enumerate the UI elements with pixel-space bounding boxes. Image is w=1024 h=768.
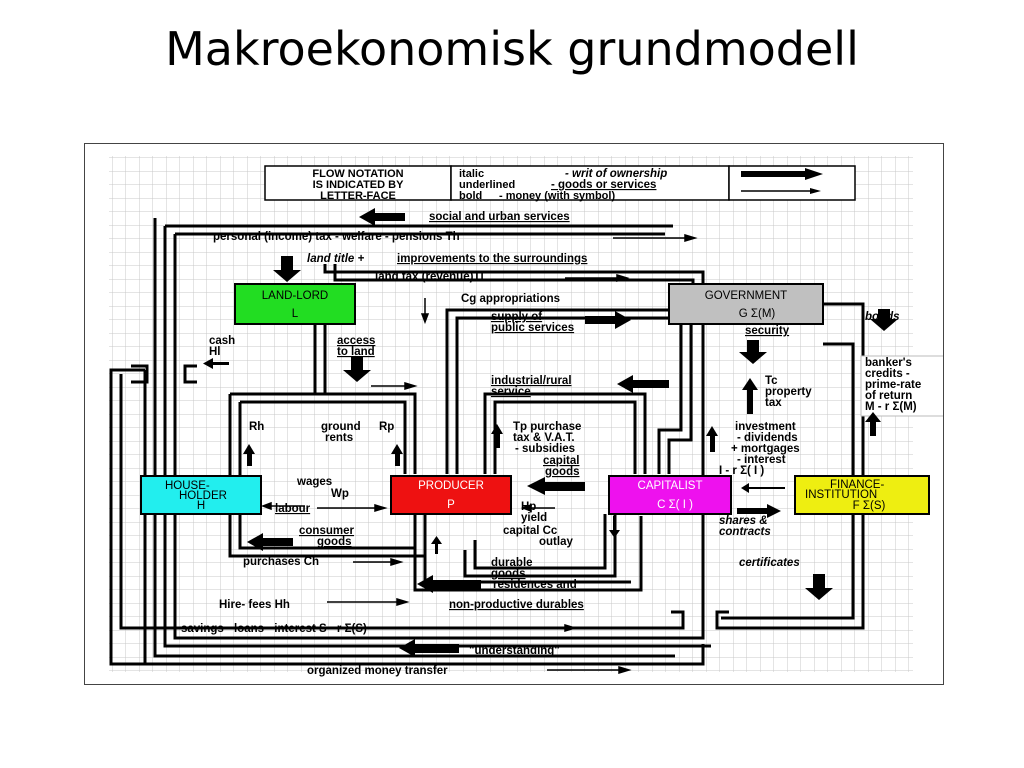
diagram-frame: FLOW NOTATION IS INDICATED BY LETTER-FAC… bbox=[84, 143, 944, 685]
government-node: GOVERNMENT G Σ(M) bbox=[668, 283, 824, 325]
householder-name-1: HOUSE- bbox=[165, 480, 210, 492]
flow-notation-legend: FLOW NOTATION IS INDICATED BY LETTER-FAC… bbox=[264, 165, 856, 202]
flow-arrows bbox=[203, 208, 898, 657]
government-name: GOVERNMENT bbox=[705, 290, 787, 302]
label-banker-2: credits - bbox=[865, 368, 910, 380]
finance-name-2: INSTITUTION bbox=[805, 489, 877, 501]
economic-flow-diagram: FLOW NOTATION IS INDICATED BY LETTER-FAC… bbox=[109, 156, 943, 677]
producer-name: PRODUCER bbox=[418, 480, 484, 492]
thin-arrows bbox=[260, 233, 698, 675]
flow-labels: social and urban services personal (inco… bbox=[181, 211, 921, 677]
legend-val-italic: - writ of ownership bbox=[565, 168, 667, 180]
slide-title: Makroekonomisk grundmodell bbox=[165, 22, 859, 76]
label-improvements: improvements to the surroundings bbox=[397, 253, 587, 265]
legend-val-underlined: - goods or services bbox=[551, 179, 656, 191]
label-land-tax: land tax (revenue)Tl bbox=[375, 271, 484, 283]
legend-heading-2: IS INDICATED BY bbox=[313, 179, 405, 191]
label-investment-4: - interest bbox=[737, 454, 786, 466]
legend-heading-1: FLOW NOTATION bbox=[312, 168, 403, 180]
label-capital-goods-1: capital bbox=[543, 455, 579, 467]
label-rh: Rh bbox=[249, 421, 264, 433]
landlord-node: LAND-LORD L bbox=[234, 283, 356, 325]
label-land-title: land title + bbox=[307, 253, 364, 265]
legend-heading-3: LETTER-FACE bbox=[320, 190, 396, 202]
label-capital-outlay-1: capital Cc bbox=[503, 525, 558, 537]
legend-key-underlined: underlined bbox=[459, 179, 515, 191]
label-investment-5: I - r Σ( I ) bbox=[719, 465, 764, 477]
label-access-2: to land bbox=[337, 346, 375, 358]
capitalist-symbol: C Σ( I ) bbox=[657, 499, 693, 511]
capitalist-name: CAPITALIST bbox=[638, 480, 703, 492]
label-bonds: bonds bbox=[865, 311, 900, 323]
householder-node: HOUSE- HOLDER H bbox=[140, 475, 262, 515]
finance-symbol: F Σ(S) bbox=[853, 500, 886, 512]
label-banker-5: M - r Σ(M) bbox=[865, 401, 917, 413]
householder-symbol: H bbox=[197, 500, 205, 512]
label-savings: savings - loans - interest S - r Σ(S) bbox=[181, 623, 367, 635]
label-social-services: social and urban services bbox=[429, 211, 570, 223]
landlord-name: LAND-LORD bbox=[262, 290, 328, 302]
label-understanding: "understanding" bbox=[469, 645, 560, 657]
label-rp: Rp bbox=[379, 421, 394, 433]
label-tc-2: property bbox=[765, 386, 812, 398]
label-investment-1: investment bbox=[735, 421, 796, 433]
householder-name-2: HOLDER bbox=[179, 490, 227, 502]
label-shares-2: contracts bbox=[719, 526, 771, 538]
label-durable-1: durable bbox=[491, 557, 533, 569]
label-supply-2: public services bbox=[491, 322, 574, 334]
landlord-symbol: L bbox=[292, 308, 299, 320]
label-tc-1: Tc bbox=[765, 375, 778, 387]
label-personal-tax: personal (income) tax - welfare - pensio… bbox=[213, 231, 460, 243]
label-wages-1: wages bbox=[296, 476, 332, 488]
label-banker-1: banker's bbox=[865, 357, 912, 369]
label-nonproductive: non-productive durables bbox=[449, 599, 584, 611]
label-access-1: access bbox=[337, 335, 375, 347]
label-residences: residences and bbox=[493, 579, 577, 591]
label-durable-2: goods bbox=[491, 568, 526, 580]
label-shares-1: shares & bbox=[719, 515, 768, 527]
label-industrial-1: industrial/rural bbox=[491, 375, 572, 387]
producer-node: PRODUCER P bbox=[390, 475, 512, 515]
label-hire-fees: Hire- fees Hh bbox=[219, 599, 290, 611]
label-tc-3: tax bbox=[765, 397, 782, 409]
legend-key-italic: italic bbox=[459, 168, 484, 180]
label-organized-transfer: organized money transfer bbox=[307, 665, 448, 677]
label-hp-2: yield bbox=[521, 512, 547, 524]
finance-name-1: FINANCE- bbox=[830, 479, 884, 491]
bracket-shapes bbox=[131, 364, 729, 630]
label-ground-1: ground bbox=[321, 421, 361, 433]
label-wages-2: Wp bbox=[331, 488, 349, 500]
label-certificates: certificates bbox=[739, 557, 800, 569]
government-symbol: G Σ(M) bbox=[739, 308, 776, 320]
label-hp-1: Hp bbox=[521, 501, 536, 513]
flow-lines bbox=[109, 218, 865, 666]
label-security: security bbox=[745, 325, 790, 337]
label-tp-1: Tp purchase bbox=[513, 421, 581, 433]
label-supply-1: supply of bbox=[491, 311, 542, 323]
label-purchases: purchases Ch bbox=[243, 556, 319, 568]
label-consumer-1: consumer bbox=[299, 525, 354, 537]
label-capital-goods-2: goods bbox=[545, 466, 580, 478]
label-cash-1: cash bbox=[209, 335, 235, 347]
label-banker-3: prime-rate bbox=[865, 379, 921, 391]
label-consumer-2: goods bbox=[317, 536, 352, 548]
legend-key-bold: bold bbox=[459, 190, 482, 202]
label-industrial-2: service bbox=[491, 386, 531, 398]
banker-credits-box bbox=[860, 355, 943, 417]
label-ground-2: rents bbox=[325, 432, 353, 444]
label-investment-3: + mortgages bbox=[731, 443, 800, 455]
label-tp-3: - subsidies bbox=[515, 443, 575, 455]
producer-symbol: P bbox=[447, 499, 455, 511]
label-banker-4: of return bbox=[865, 390, 912, 402]
capitalist-node: CAPITALIST C Σ( I ) bbox=[608, 475, 732, 515]
label-labour: labour bbox=[275, 503, 311, 515]
label-investment-2: - dividends bbox=[737, 432, 798, 444]
grid-background bbox=[109, 156, 913, 672]
finance-node: FINANCE- INSTITUTION F Σ(S) bbox=[794, 475, 930, 515]
legend-val-bold: - money (with symbol) bbox=[499, 190, 615, 202]
label-cg: Cg appropriations bbox=[461, 293, 560, 305]
label-tp-2: tax & V.A.T. bbox=[513, 432, 575, 444]
label-cash-2: Hl bbox=[209, 346, 221, 358]
label-capital-outlay-2: outlay bbox=[539, 536, 573, 548]
